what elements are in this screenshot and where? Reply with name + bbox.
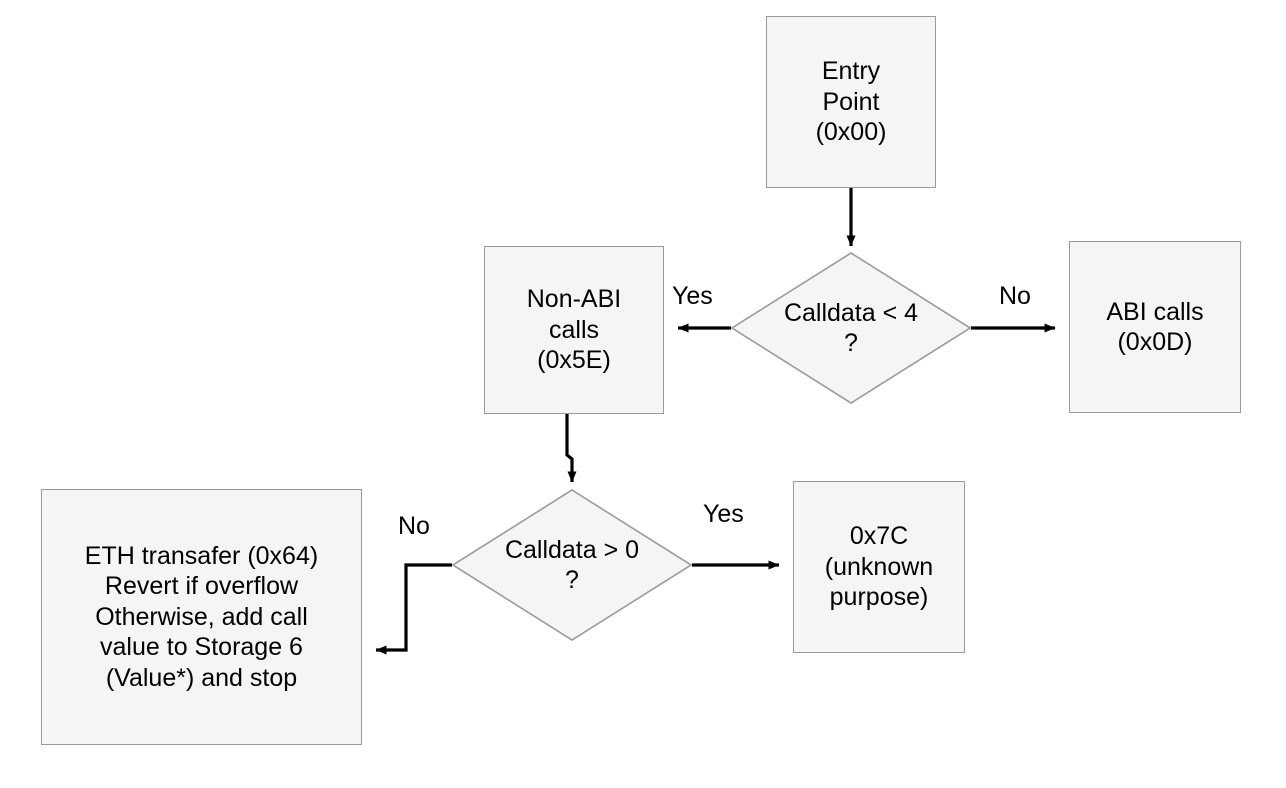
node-decision-calldata-lt-4[interactable]: Calldata < 4 ? [731,252,971,404]
node-decision-calldata-gt-0[interactable]: Calldata > 0 ? [452,489,692,641]
diamond-shape-icon [731,252,971,404]
node-entry-point-label: Entry Point (0x00) [815,57,887,147]
node-abi-calls[interactable]: ABI calls (0x0D) [1069,241,1241,413]
edge-nonabi-to-decision2 [565,414,577,483]
diamond-shape-icon [452,489,692,641]
node-abi-calls-label: ABI calls (0x0D) [1106,297,1204,357]
node-unknown-7c[interactable]: 0x7C (unknown purpose) [793,481,965,653]
node-non-abi-calls[interactable]: Non-ABI calls (0x5E) [484,246,664,414]
node-unknown-7c-label: 0x7C (unknown purpose) [824,522,934,612]
node-decision-calldata-gt-0-label: Calldata > 0 ? [504,535,640,595]
edge-label-no-calldata-lt-4: No [999,282,1031,310]
edge-label-yes-calldata-lt-4: Yes [672,282,713,310]
node-decision-calldata-lt-4-label: Calldata < 4 ? [783,298,919,358]
node-non-abi-calls-label: Non-ABI calls (0x5E) [526,285,622,375]
edge-decision2-no-to-eth [375,563,452,655]
edge-label-no-calldata-gt-0: No [398,512,430,540]
edge-label-yes-calldata-gt-0: Yes [703,500,744,528]
node-eth-transfer-label: ETH transafer (0x64) Revert if overflow … [84,541,319,692]
node-entry-point[interactable]: Entry Point (0x00) [766,16,936,188]
node-eth-transfer[interactable]: ETH transafer (0x64) Revert if overflow … [41,489,362,745]
